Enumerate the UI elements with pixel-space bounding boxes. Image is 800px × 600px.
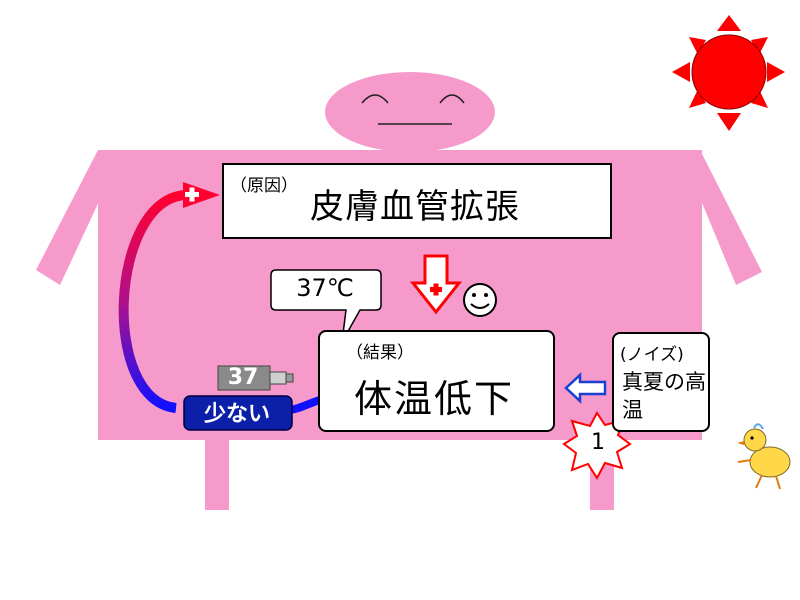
temperature-label: 37℃ — [296, 274, 354, 302]
cause-tag: （原因） — [230, 176, 298, 196]
result-text: 体温低下 — [354, 377, 515, 421]
few-label-pill — [183, 395, 293, 431]
star-number: 1 — [591, 430, 605, 455]
left-eye — [361, 94, 389, 104]
thermometer-icon — [217, 365, 294, 391]
noise-text: 真夏の高温 — [622, 370, 706, 422]
sun-icon — [672, 15, 785, 131]
head — [325, 72, 495, 152]
temperature-bubble — [270, 269, 382, 343]
person-figure — [36, 72, 762, 510]
left-leg — [205, 435, 229, 510]
cause-text: 皮膚血管拡張 — [310, 187, 520, 227]
down-arrow-plus-icon — [409, 254, 463, 315]
result-tag: （結果） — [346, 343, 414, 363]
chick-icon — [737, 423, 791, 490]
noise-tag: (ノイズ) — [620, 345, 684, 365]
noise-box: (ノイズ) 真夏の高温 — [612, 332, 710, 432]
cause-box: （原因） 皮膚血管拡張 — [222, 163, 612, 239]
feedback-loop-arrow — [118, 190, 186, 413]
result-box: （結果） 体温低下 — [318, 330, 555, 432]
left-arm — [36, 150, 102, 285]
right-eye — [439, 94, 465, 104]
plus-sign-icon — [185, 187, 199, 202]
left-arrow-icon — [564, 372, 607, 404]
thermometer-value: 37 — [227, 365, 259, 390]
smiley-icon — [463, 283, 497, 317]
few-label: 少ない — [203, 402, 270, 427]
right-arm — [700, 150, 762, 285]
